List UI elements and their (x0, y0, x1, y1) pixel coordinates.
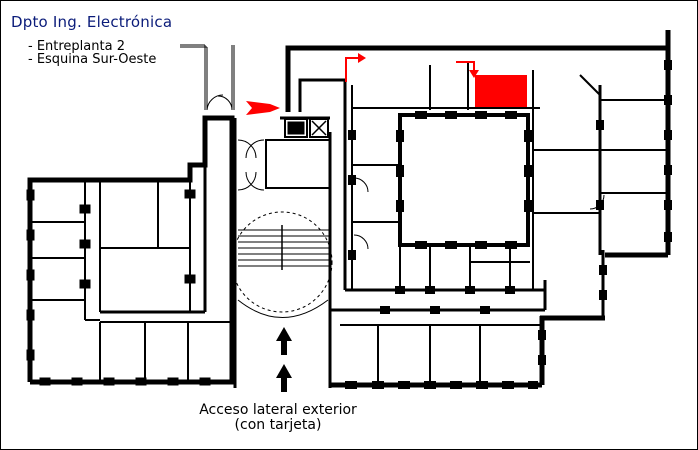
corner-note: - Esquina Sur-Oeste (28, 52, 157, 67)
entrance-arrow-icon (246, 101, 280, 115)
central-core (231, 116, 333, 388)
map-title: Dpto Ing. Electrónica (11, 13, 173, 31)
left-wing (26, 115, 235, 386)
up-arrow-icon (276, 327, 292, 392)
route-arrow-icon (345, 53, 479, 82)
destination-room-highlight (475, 75, 527, 107)
access-label: Acceso lateral exterior (199, 402, 357, 418)
floor-note: - Entreplanta 2 (28, 39, 125, 54)
elevator-icon (287, 121, 305, 135)
stairs-icon (238, 225, 330, 270)
window-markers (345, 60, 672, 389)
access-sublabel: (con tarjeta) (234, 417, 322, 433)
external-passage (180, 44, 235, 111)
